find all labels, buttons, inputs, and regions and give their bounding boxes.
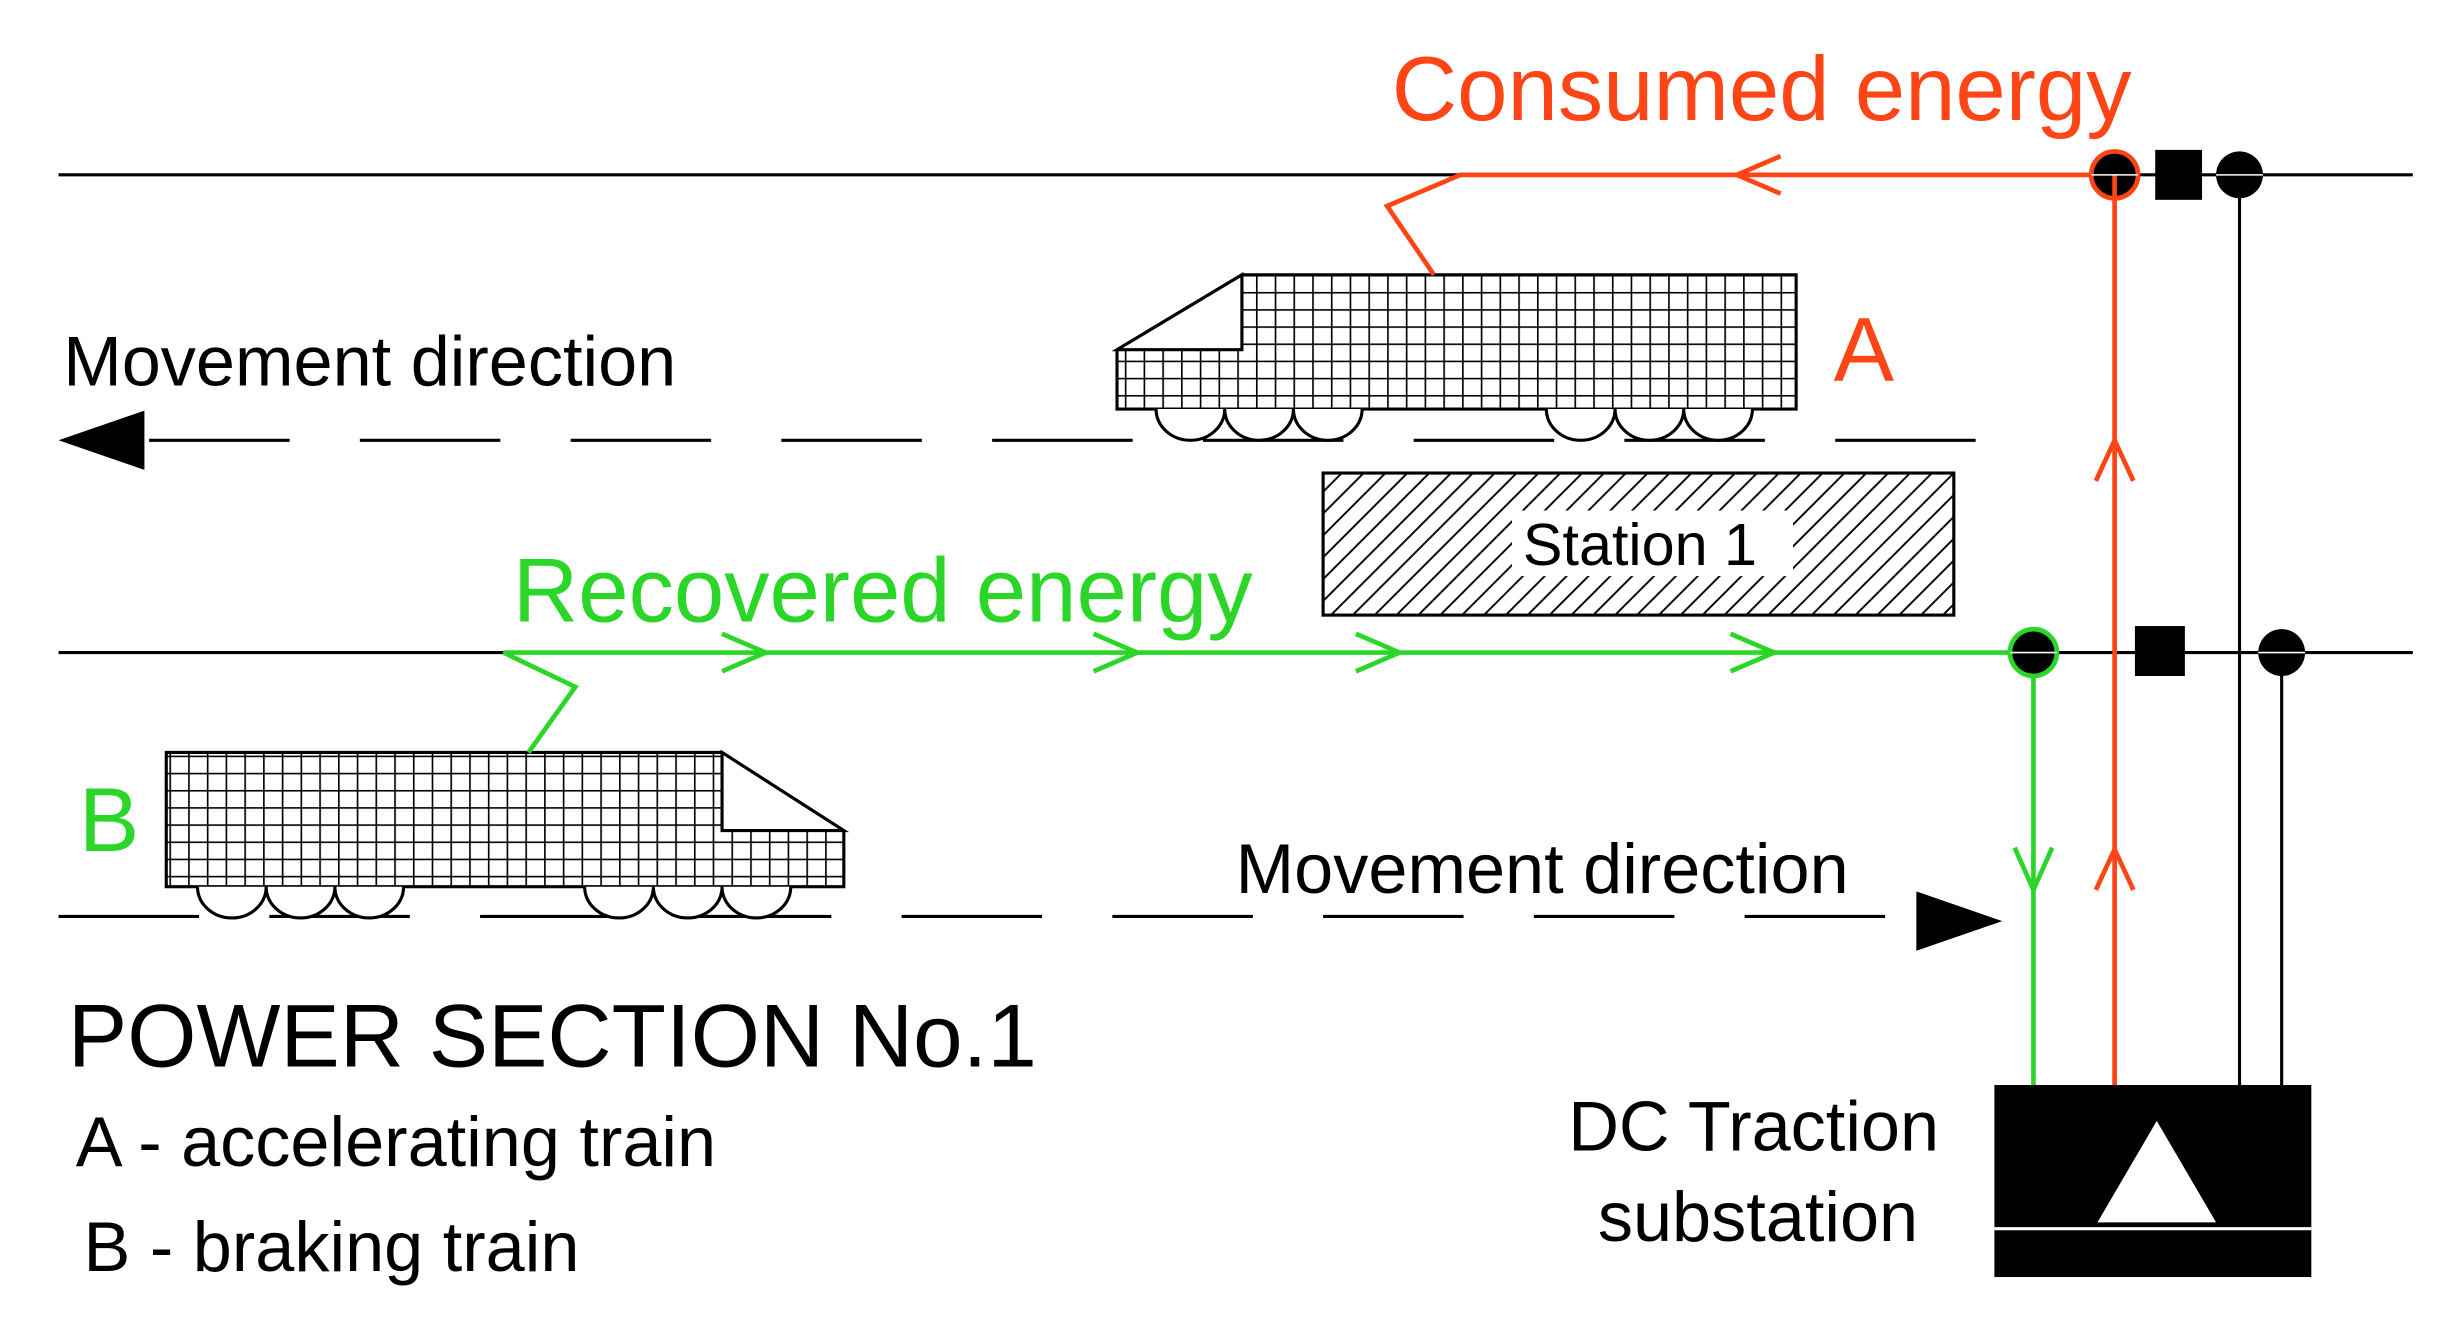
direction-arrow-left	[58, 410, 145, 470]
train-a	[1111, 272, 1798, 442]
station-platform	[1321, 471, 1956, 617]
section-title: POWER SECTION No.1	[68, 985, 1037, 1085]
recovered-energy-path	[502, 631, 2055, 1089]
train-a-letter: A	[1834, 300, 1895, 401]
consumed-energy-label: Consumed energy	[1392, 39, 2133, 140]
switch-square-bottom	[2134, 626, 2185, 676]
train-b	[164, 749, 850, 920]
train-b-letter: B	[79, 770, 139, 871]
substation-label-line2: substation	[1598, 1177, 1918, 1256]
substation-block	[1994, 1085, 2312, 1278]
movement-direction-top-label: Movement direction	[63, 322, 676, 401]
station-label: Station 1	[1523, 511, 1757, 578]
consumed-energy-path	[1383, 153, 2136, 1089]
switch-square-top	[2155, 149, 2203, 200]
rectifier-triangle-icon	[2097, 1120, 2217, 1223]
recovered-energy-label: Recovered energy	[513, 540, 1254, 641]
legend-a: A - accelerating train	[76, 1102, 716, 1181]
substation-label-line1: DC Traction	[1568, 1087, 1939, 1166]
direction-arrow-right	[1916, 891, 2003, 951]
movement-direction-bottom-label: Movement direction	[1236, 829, 1849, 908]
legend-b: B - braking train	[84, 1207, 580, 1286]
